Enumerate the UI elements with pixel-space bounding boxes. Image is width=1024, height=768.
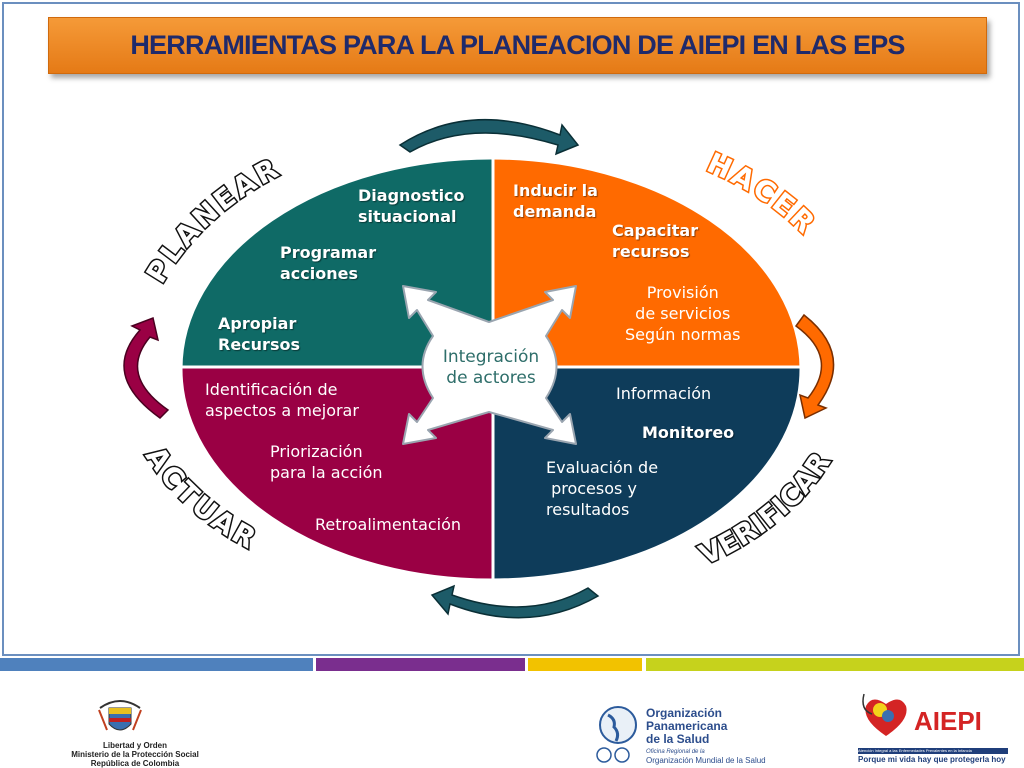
cycle-arrow-top-icon xyxy=(398,118,580,156)
stripe-blue xyxy=(0,658,313,671)
stripe-yellow xyxy=(528,658,642,671)
integration-cross-icon xyxy=(402,285,577,445)
aiepi-brand: AIEPI xyxy=(914,706,982,736)
stripe-purple xyxy=(316,658,525,671)
pdca-cycle-diagram: PLANEAR HACER ACTUAR VERIFICAR xyxy=(123,118,839,619)
slide-title: HERRAMIENTAS PARA LA PLANEACION DE AIEPI… xyxy=(130,30,905,60)
aiepi-banner: Atención Integral a las Enfermedades Pre… xyxy=(858,748,1008,754)
item-identificacion: Identificación de aspectos a mejorar xyxy=(205,380,359,420)
item-apropiar: Apropiar Recursos xyxy=(218,314,300,354)
ops-sub1: Oficina Regional de la xyxy=(646,749,705,755)
item-monitoreo: Monitoreo xyxy=(642,423,735,442)
cycle-arrow-left-icon xyxy=(123,316,170,419)
item-informacion: Información xyxy=(616,384,712,403)
item-diagnostico: Diagnostico situacional xyxy=(358,186,465,226)
stripe-green xyxy=(646,658,1024,671)
center-integracion-label: Integración de actores xyxy=(442,347,540,388)
item-provision: Provisión de servicios Según normas xyxy=(625,283,741,344)
ops-who-globe-icon xyxy=(596,706,637,763)
ops-name: Organización Panamericana de la Salud xyxy=(646,706,728,746)
item-evaluacion: Evaluación de procesos y resultados xyxy=(546,458,659,519)
cycle-arrow-bottom-icon xyxy=(430,584,600,619)
aiepi-heart-icon xyxy=(862,693,907,736)
item-inducir: Inducir la demanda xyxy=(513,181,598,221)
cycle-arrow-right-icon xyxy=(794,313,835,420)
item-programar: Programar acciones xyxy=(280,243,377,283)
item-priorizacion: Priorización para la acción xyxy=(270,442,383,482)
ops-sub2: Organización Mundial de la Salud xyxy=(646,756,766,765)
title-banner: HERRAMIENTAS PARA LA PLANEACION DE AIEPI… xyxy=(48,17,987,74)
ministry-text: Libertad y Orden Ministerio de la Protec… xyxy=(71,741,199,768)
colombia-coat-of-arms-icon xyxy=(98,700,142,731)
aiepi-tagline: Porque mi vida hay que protegerla hoy xyxy=(858,755,1006,764)
item-retroalimentacion: Retroalimentación xyxy=(315,515,462,534)
item-capacitar: Capacitar recursos xyxy=(612,221,699,261)
